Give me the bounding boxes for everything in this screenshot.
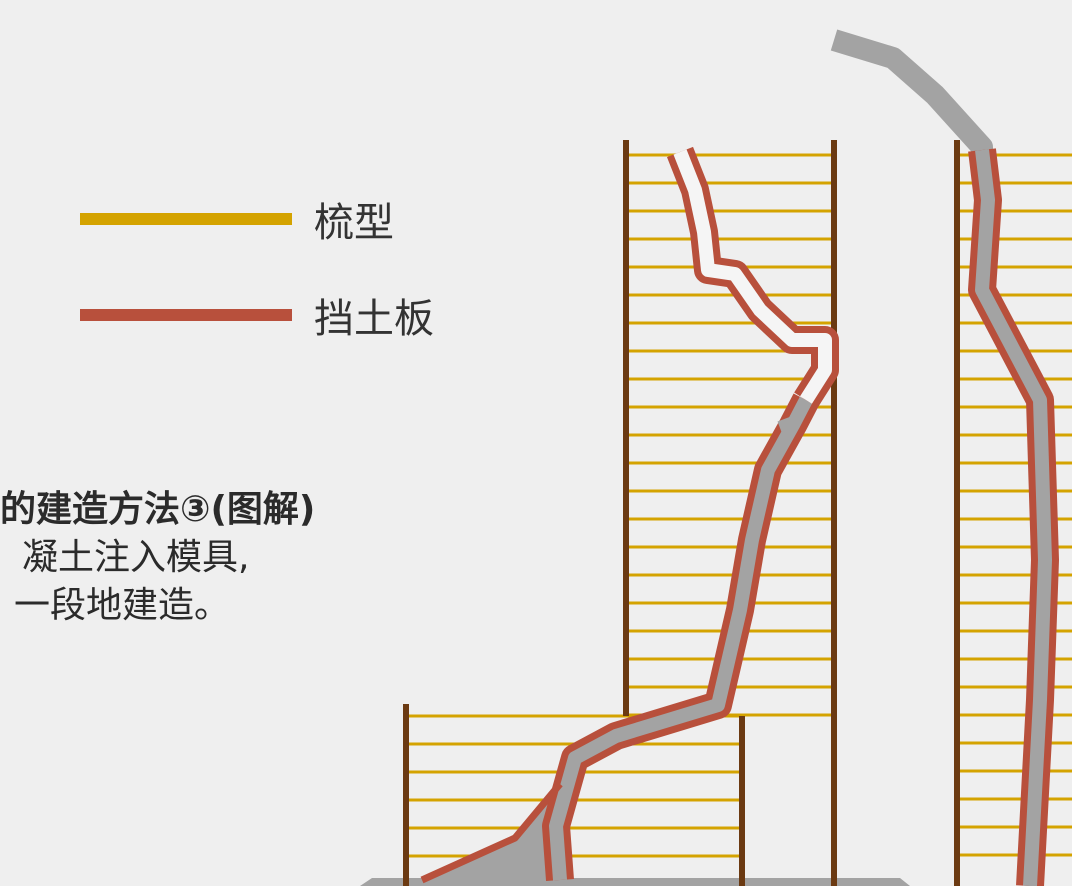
posts [403,140,960,886]
legend-board-label: 挡土板 [314,296,434,342]
caption: 的建造方法③(图解) 凝土注入模具, 一段地建造。 [0,486,315,630]
legend-comb: 梳型 [80,190,394,248]
retaining-board-slant [420,781,563,884]
concrete-footing [422,784,566,880]
caption-line-2: 凝土注入模具, [22,537,250,578]
concrete-right [975,149,1052,886]
caption-line-3: 一段地建造。 [14,585,231,626]
legend-comb-swatch [80,213,292,225]
concrete-left-lower [549,396,813,881]
legend-comb-label: 梳型 [314,200,394,246]
caption-title: 的建造方法③(图解) [0,489,316,530]
legend-board: 挡土板 [80,286,434,344]
legend-board-swatch [80,309,292,321]
concrete-level [777,415,799,435]
empty-form-gap [673,149,832,404]
